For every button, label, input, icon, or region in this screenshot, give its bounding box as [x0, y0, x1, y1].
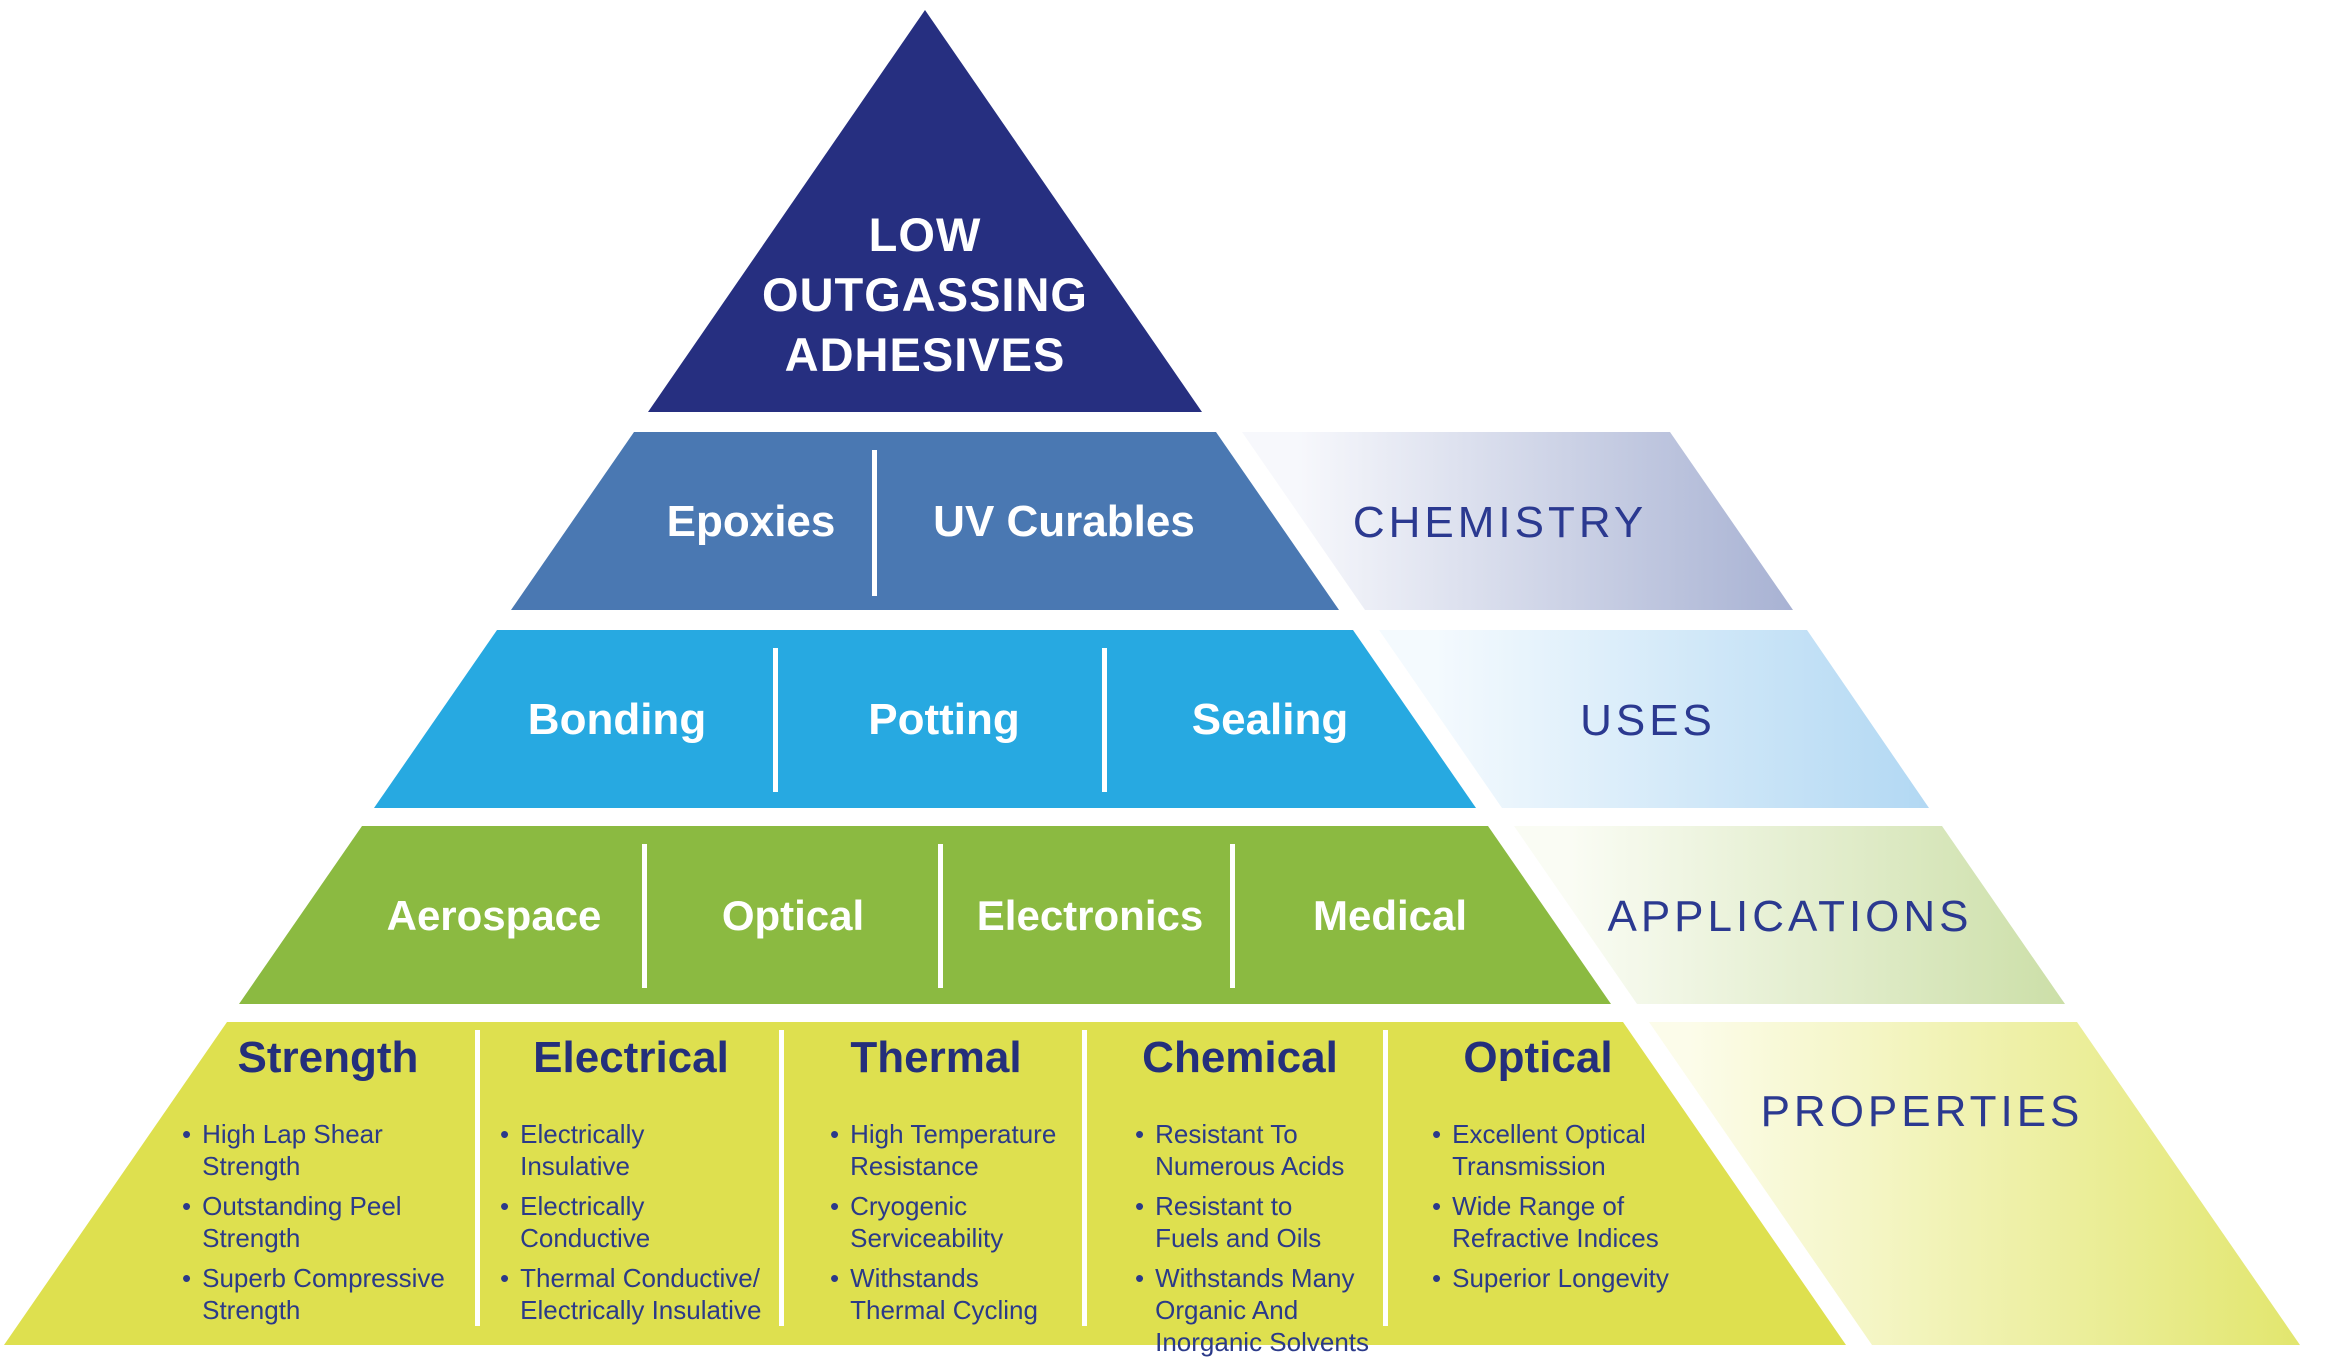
bullet-text: Withstands Many Organic And Inorganic So… [1155, 1263, 1370, 1357]
bullet-item: High Lap Shear Strength [182, 1118, 512, 1182]
segment-label-electronics: Electronics [976, 892, 1204, 939]
bullet-item: Thermal Conductive/ Electrically Insulat… [500, 1262, 790, 1326]
bullet-text: Superior Longevity [1452, 1263, 1669, 1293]
pyramid-title: LOW OUTGASSING ADHESIVES [625, 205, 1225, 385]
segment-divider [773, 648, 778, 792]
bullet-item: Wide Range of Refractive Indices [1432, 1190, 1712, 1254]
chemical-bullet-list: Resistant To Numerous Acids Resistant to… [1135, 1118, 1405, 1366]
bullet-text: Electrically Insulative [520, 1119, 645, 1181]
column-heading-electrical: Electrical [533, 1033, 729, 1082]
bullet-text: Cryogenic Serviceability [850, 1191, 1004, 1253]
column-heading-chemical: Chemical [1142, 1033, 1338, 1082]
bullet-text: Withstands Thermal Cycling [850, 1263, 1038, 1325]
segment-label-potting: Potting [868, 695, 1020, 744]
side-label-properties: PROPERTIES [1760, 1087, 2084, 1136]
column-heading-strength: Strength [237, 1033, 419, 1082]
segment-divider [938, 844, 943, 988]
applications-level-shape [239, 826, 1611, 1004]
title-line: ADHESIVES [784, 328, 1066, 381]
bullet-text: Outstanding Peel Strength [202, 1191, 402, 1253]
segment-divider [642, 844, 647, 988]
bullet-text: Excellent Optical Transmission [1452, 1119, 1646, 1181]
bullet-item: High Temperature Resistance [830, 1118, 1090, 1182]
segment-label-medical: Medical [1312, 892, 1468, 939]
bullet-item: Resistant to Fuels and Oils [1135, 1190, 1405, 1254]
chemistry-level-shape [511, 432, 1339, 610]
bullet-item: Superb Compressive Strength [182, 1262, 512, 1326]
side-label-uses: USES [1580, 696, 1716, 745]
electrical-bullet-list: Electrically Insulative Electrically Con… [500, 1118, 790, 1334]
bullet-item: Withstands Many Organic And Inorganic So… [1135, 1262, 1405, 1358]
bullet-text: Thermal Conductive/ Electrically Insulat… [520, 1263, 762, 1325]
bullet-text: Resistant To Numerous Acids [1155, 1119, 1345, 1181]
bullet-text: Resistant to Fuels and Oils [1155, 1191, 1322, 1253]
bullet-item: Cryogenic Serviceability [830, 1190, 1090, 1254]
segment-divider [872, 450, 877, 596]
bullet-item: Withstands Thermal Cycling [830, 1262, 1090, 1326]
segment-label-uv-curables: UV Curables [933, 497, 1195, 546]
bullet-text: Superb Compressive Strength [202, 1263, 445, 1325]
side-label-applications: APPLICATIONS [1607, 892, 1973, 941]
strength-bullet-list: High Lap Shear Strength Outstanding Peel… [182, 1118, 512, 1334]
segment-label-aerospace: Aerospace [386, 892, 602, 939]
bullet-item: Electrically Insulative [500, 1118, 790, 1182]
column-heading-thermal: Thermal [850, 1033, 1022, 1082]
title-line: OUTGASSING [762, 268, 1088, 321]
segment-label-bonding: Bonding [527, 695, 707, 744]
bullet-text: Electrically Conductive [520, 1191, 651, 1253]
segment-divider [1230, 844, 1235, 988]
column-heading-optical: Optical [1463, 1033, 1613, 1082]
thermal-bullet-list: High Temperature Resistance Cryogenic Se… [830, 1118, 1090, 1334]
bullet-item: Resistant To Numerous Acids [1135, 1118, 1405, 1182]
side-label-chemistry: CHEMISTRY [1352, 498, 1648, 547]
bullet-text: High Lap Shear Strength [202, 1119, 383, 1181]
bullet-item: Excellent Optical Transmission [1432, 1118, 1712, 1182]
segment-divider [1102, 648, 1107, 792]
optical-bullet-list: Excellent Optical Transmission Wide Rang… [1432, 1118, 1712, 1302]
segment-label-epoxies: Epoxies [666, 497, 836, 546]
bullet-item: Superior Longevity [1432, 1262, 1712, 1294]
uses-level-shape [374, 630, 1476, 808]
bullet-text: High Temperature Resistance [850, 1119, 1057, 1181]
bullet-item: Electrically Conductive [500, 1190, 790, 1254]
segment-label-sealing: Sealing [1191, 695, 1349, 744]
title-line: LOW [868, 208, 982, 261]
bullet-text: Wide Range of Refractive Indices [1452, 1191, 1659, 1253]
segment-label-optical: Optical [721, 892, 865, 939]
bullet-item: Outstanding Peel Strength [182, 1190, 512, 1254]
